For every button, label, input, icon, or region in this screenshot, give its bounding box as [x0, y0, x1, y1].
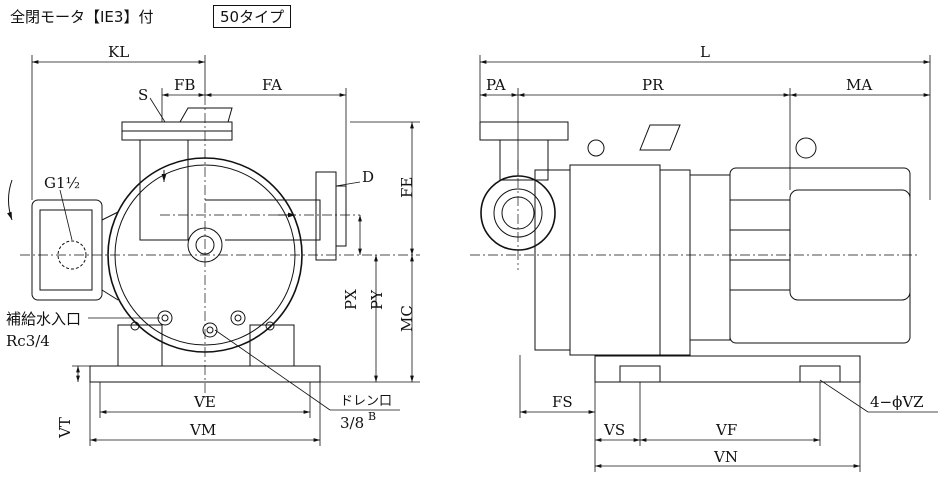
label-drain-sup: B: [368, 410, 376, 423]
front-foot-left: [117, 324, 163, 367]
motor-housing: [729, 167, 911, 344]
label-holes: 4−ϕVZ: [870, 393, 924, 411]
front-labels: KL FB FA S D G1½ 補給水入口 Rc3/4 VE VM ドレン口 …: [6, 43, 416, 439]
terminal-box: [789, 189, 911, 301]
label-PA: PA: [486, 76, 506, 94]
suction-pipe: [139, 139, 189, 241]
lifting-eye: [795, 137, 817, 159]
label-PR: PR: [642, 76, 664, 94]
label-VM: VM: [189, 421, 216, 439]
front-foot-right: [249, 324, 295, 367]
side-labels: L PA PR MA FS VS VF VN 4−ϕVZ: [486, 43, 924, 466]
label-drain: ドレン口: [340, 394, 392, 409]
label-supply-inlet: 補給水入口: [6, 310, 81, 328]
label-KL: KL: [108, 43, 129, 61]
motor-end-cover: [31, 199, 103, 301]
label-VN: VN: [713, 448, 738, 466]
label-VS: VS: [603, 421, 625, 439]
side-dimensions: [479, 55, 938, 472]
label-drain-thread: 3/8: [340, 414, 364, 432]
priming-funnel: [179, 107, 233, 123]
label-FB: FB: [174, 76, 195, 94]
label-PY: PY: [368, 289, 386, 310]
label-L: L: [700, 43, 710, 61]
front-view: [7, 95, 420, 400]
side-funnel: [639, 124, 681, 151]
side-base-plate: [594, 355, 861, 383]
label-FS: FS: [552, 393, 573, 411]
label-FA: FA: [262, 76, 282, 94]
label-VF: VF: [715, 421, 737, 439]
side-view: [470, 121, 920, 383]
side-pump-body: [569, 164, 661, 356]
discharge-flange: [315, 171, 337, 261]
type-badge: 50タイプ: [213, 5, 292, 28]
label-FE: FE: [398, 177, 416, 198]
label-VE: VE: [193, 393, 216, 411]
motor-type-title: 全閉モータ【IE3】付: [10, 8, 154, 26]
label-G: G1½: [44, 174, 80, 192]
casing-bolts: [130, 310, 275, 338]
front-dimensions: [31, 55, 420, 446]
label-S: S: [138, 86, 148, 104]
label-PX: PX: [342, 289, 360, 310]
label-MC: MC: [398, 305, 416, 332]
label-MA: MA: [846, 76, 872, 94]
label-VT: VT: [56, 417, 74, 439]
discharge-pipe: [205, 199, 321, 241]
label-supply-thread: Rc3/4: [6, 332, 50, 350]
label-D: D: [362, 168, 374, 186]
